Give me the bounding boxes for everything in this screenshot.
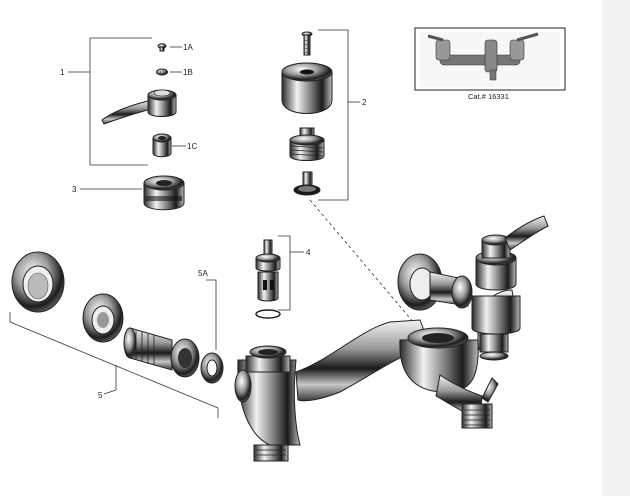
- lever-handle: [101, 89, 177, 125]
- escutcheon-flange: [11, 251, 65, 313]
- part-1c-adapter: [152, 133, 172, 158]
- part-1b-label: 1B: [183, 68, 193, 77]
- right-riser: [471, 289, 521, 361]
- part-3-label: 3: [72, 185, 77, 194]
- right-escutcheon: [397, 253, 473, 311]
- stem-seat-washer: [293, 171, 321, 196]
- part-5a-label: 5A: [198, 269, 208, 278]
- part-1a-screw: [157, 43, 167, 52]
- stem-screw: [301, 31, 313, 56]
- part-1-label: 1: [60, 68, 65, 77]
- faucet-body: [234, 215, 549, 462]
- spout-with-hose-end: [435, 374, 499, 429]
- part-2-stem-assembly: 2: [281, 29, 367, 201]
- part-4-cartridge: 4: [255, 235, 311, 319]
- part-3-bonnet-nut: 3: [72, 175, 185, 211]
- part-1b-washer: [156, 68, 168, 76]
- right-valve-handle: [475, 215, 549, 291]
- part-5-supply-arm-kit: 5 5A: [9, 251, 224, 418]
- part-2-bracket: [318, 29, 349, 201]
- threaded-nipple: [123, 327, 200, 378]
- inset-caption: Cat.# 16331: [468, 92, 509, 101]
- part-4-bracket: [278, 235, 291, 311]
- inset-photo-frame: Cat.# 16331: [414, 27, 566, 101]
- part-1-handle-assembly: 1 1A 1B 1C: [60, 37, 197, 166]
- left-supply-elbow: [234, 345, 301, 462]
- stem-cap: [281, 62, 333, 114]
- part-4-o-ring: [255, 309, 281, 319]
- right-margin-strip: [602, 0, 630, 496]
- coupling-nut: [82, 293, 124, 343]
- part-1c-label: 1C: [187, 142, 197, 151]
- part-2-label: 2: [362, 98, 367, 107]
- part-4-label: 4: [306, 248, 311, 257]
- part-5a-leader: [206, 279, 217, 350]
- part-1a-label: 1A: [183, 43, 193, 52]
- part-5-label: 5: [98, 391, 103, 400]
- part-5a-washer: [200, 352, 224, 384]
- part-1-bracket: [89, 37, 152, 166]
- part-5-leader-tick: [103, 389, 117, 395]
- stem-body: [289, 127, 325, 161]
- part-5-bracket: [9, 312, 219, 418]
- assembly-dashed-line: [309, 199, 421, 331]
- spout-hub: [399, 327, 479, 393]
